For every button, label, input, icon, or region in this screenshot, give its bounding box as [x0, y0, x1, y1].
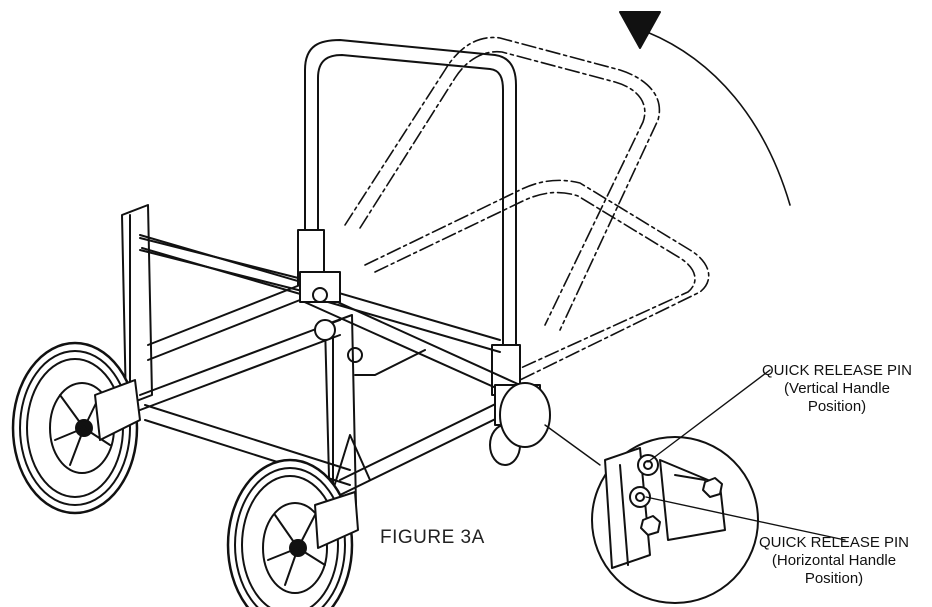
figure-label: FIGURE 3A [380, 527, 485, 548]
wheel-brackets [94, 379, 359, 549]
callout-vertical-title: QUICK RELEASE PIN [761, 362, 913, 379]
callout-vertical-sub: (Vertical Handle [784, 380, 890, 397]
rotation-arrow [619, 11, 791, 206]
callout-horizontal-sub: (Horizontal Handle [771, 552, 897, 569]
callout-horizontal-sub2: Position) [804, 570, 864, 587]
leader-vertical [647, 369, 771, 463]
wheel-left [11, 341, 139, 515]
callout-vertical-sub2: Position) [807, 398, 867, 415]
cross-bar [139, 237, 319, 296]
caster [489, 382, 551, 466]
detail-callout-circle [591, 436, 759, 604]
wheel-right [226, 458, 354, 607]
callout-vertical: QUICK RELEASE PIN (Vertical Handle Posit… [742, 362, 932, 416]
handle-vertical [297, 39, 521, 396]
pin-horizontal-icon [629, 486, 651, 508]
arrowhead-icon [619, 11, 661, 49]
pin-vertical-icon [637, 454, 659, 476]
phantom-handle-positions [344, 36, 710, 381]
callout-horizontal-title: QUICK RELEASE PIN [758, 534, 910, 551]
leader-horizontal [645, 496, 846, 541]
detail-leader [544, 424, 601, 466]
nut-icon [702, 477, 723, 498]
callout-horizontal: QUICK RELEASE PIN (Horizontal Handle Pos… [738, 534, 930, 588]
